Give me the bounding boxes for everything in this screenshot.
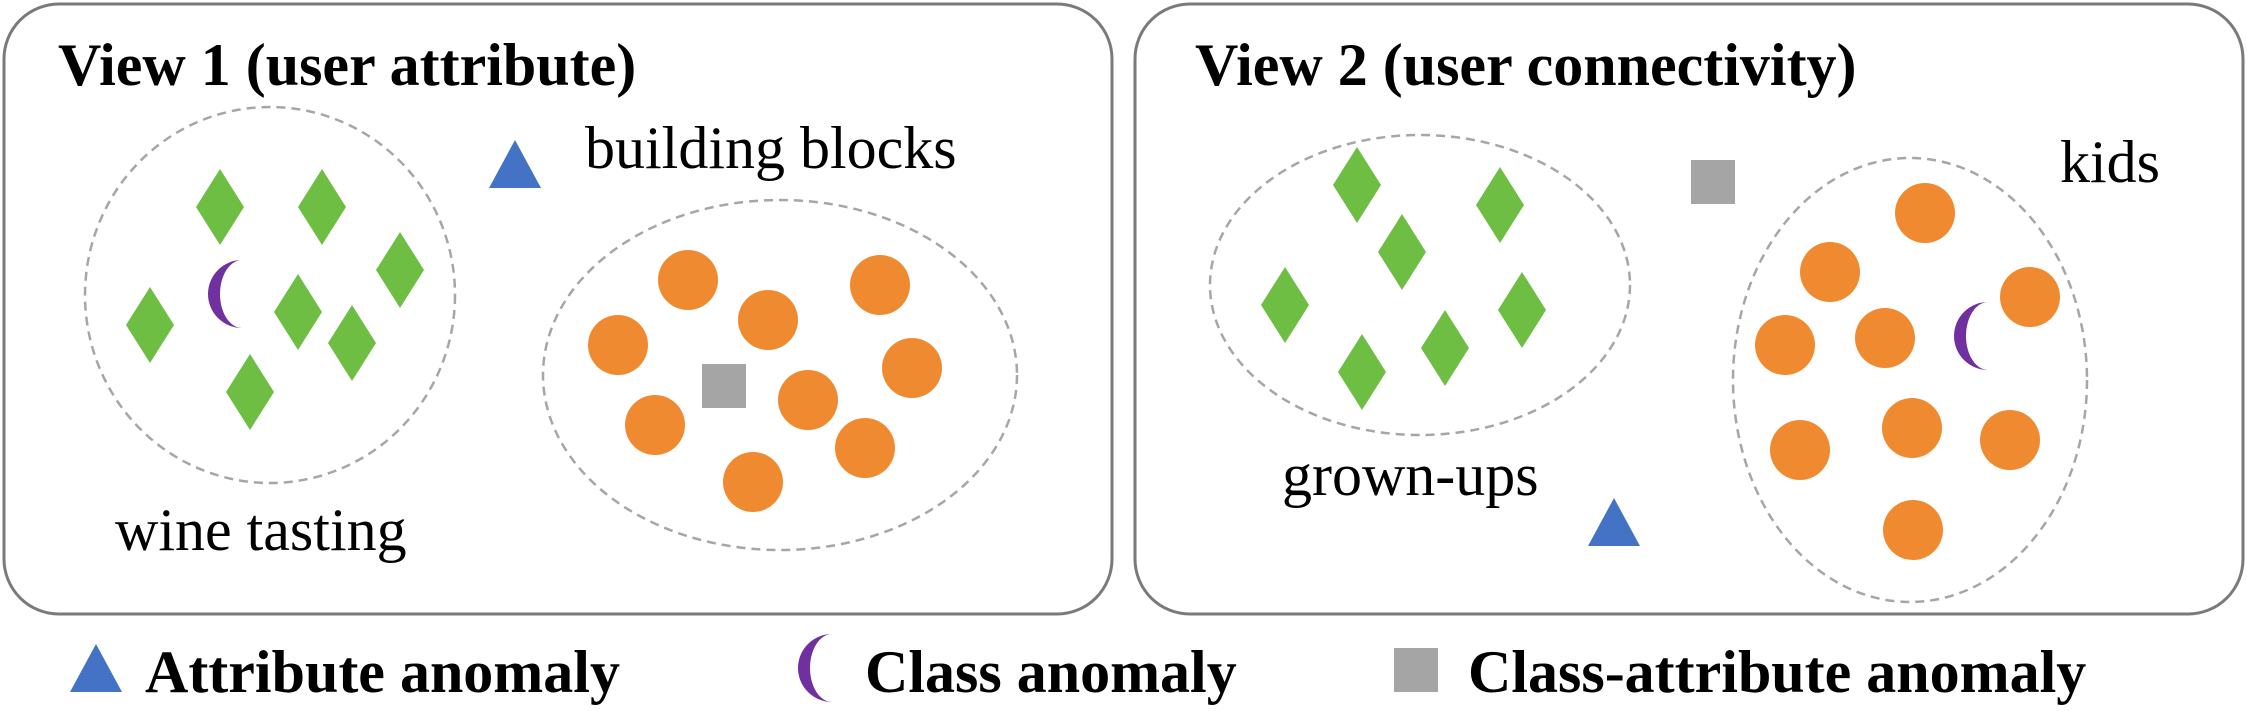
gray-square-icon xyxy=(702,364,746,408)
view2-panel: View 2 (user connectivity) grown-ups kid… xyxy=(1133,2,2245,616)
view2-panel-border xyxy=(1133,2,2245,616)
orange-circle-icon xyxy=(1980,410,2040,470)
orange-circle-icon xyxy=(1895,183,1955,243)
orange-circle-icon xyxy=(1883,500,1943,560)
view2-nodes xyxy=(1261,147,2060,560)
orange-circle-icon xyxy=(625,395,685,455)
view2-orange-cluster xyxy=(1731,156,2089,604)
legend-class-attribute-label: Class-attribute anomaly xyxy=(1468,639,2086,705)
view2-title: View 2 (user connectivity) xyxy=(1195,32,1857,98)
view1-nodes xyxy=(126,140,942,512)
legend-class-label: Class anomaly xyxy=(865,639,1237,705)
view1-title: View 1 (user attribute) xyxy=(58,32,636,98)
orange-circle-icon xyxy=(1770,420,1830,480)
view1-orange-label: building blocks xyxy=(585,115,957,181)
orange-circle-icon xyxy=(850,255,910,315)
purple-crescent-icon xyxy=(798,634,832,702)
orange-circle-icon xyxy=(2000,267,2060,327)
view2-orange-label: kids xyxy=(2060,129,2160,195)
orange-circle-icon xyxy=(1882,398,1942,458)
view2-green-cluster xyxy=(1208,133,1632,437)
view1-green-label: wine tasting xyxy=(115,497,407,563)
orange-circle-icon xyxy=(588,315,648,375)
gray-square-icon xyxy=(1691,160,1735,204)
orange-circle-icon xyxy=(1855,308,1915,368)
orange-circle-icon xyxy=(1755,315,1815,375)
legend-attribute-label: Attribute anomaly xyxy=(145,639,620,705)
view1-panel: View 1 (user attribute) wine tasting bui… xyxy=(2,2,1114,616)
orange-circle-icon xyxy=(778,370,838,430)
view1-orange-cluster xyxy=(541,198,1019,552)
orange-circle-icon xyxy=(658,250,718,310)
orange-circle-icon xyxy=(723,452,783,512)
orange-circle-icon xyxy=(835,418,895,478)
view1-panel-border xyxy=(2,2,1114,616)
view2-green-label: grown-ups xyxy=(1282,442,1539,508)
gray-square-icon xyxy=(1394,648,1438,692)
legend: Attribute anomaly Class anomaly Class-at… xyxy=(70,634,2086,705)
view1-green-cluster xyxy=(83,105,457,485)
orange-circle-icon xyxy=(1800,242,1860,302)
orange-circle-icon xyxy=(882,338,942,398)
blue-triangle-icon xyxy=(70,644,122,692)
orange-circle-icon xyxy=(738,290,798,350)
